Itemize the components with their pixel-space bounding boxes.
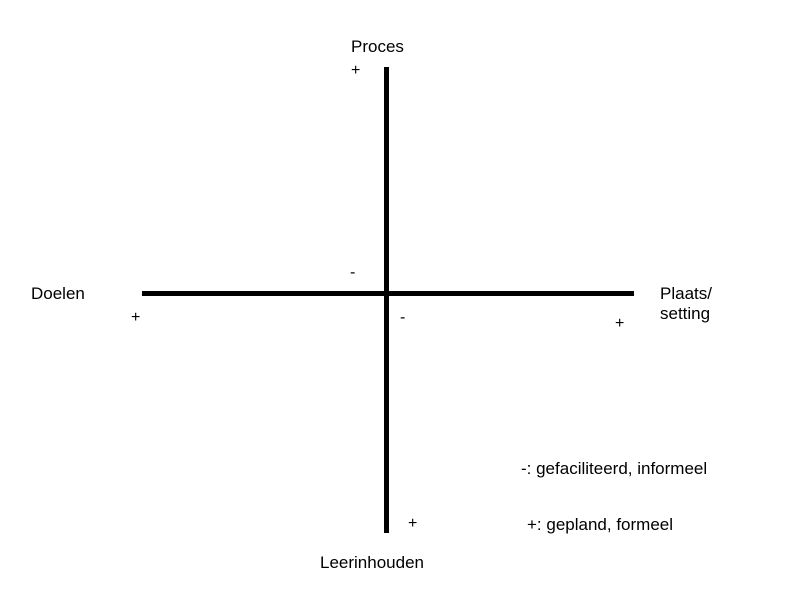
sign-top-plus: + bbox=[351, 62, 361, 79]
axis-label-right: Plaats/ setting bbox=[660, 284, 712, 324]
legend-plus-entry: +: gepland, formeel bbox=[527, 515, 674, 534]
axis-label-right-line1: Plaats/ bbox=[660, 284, 712, 303]
sign-left-plus: + bbox=[131, 309, 141, 326]
axis-label-right-line2: setting bbox=[660, 304, 711, 323]
axis-label-bottom: Leerinhouden bbox=[320, 553, 424, 572]
sign-bottom-plus: + bbox=[408, 515, 418, 532]
vertical-axis bbox=[384, 67, 389, 533]
horizontal-axis bbox=[142, 291, 634, 296]
sign-center-minus-upper: - bbox=[350, 264, 356, 281]
axis-label-left: Doelen bbox=[31, 284, 85, 303]
sign-right-plus: + bbox=[615, 315, 625, 332]
axis-label-top: Proces bbox=[351, 37, 404, 56]
legend-minus-entry: -: gefaciliteerd, informeel bbox=[521, 459, 708, 478]
sign-center-minus-lower: - bbox=[400, 309, 406, 326]
